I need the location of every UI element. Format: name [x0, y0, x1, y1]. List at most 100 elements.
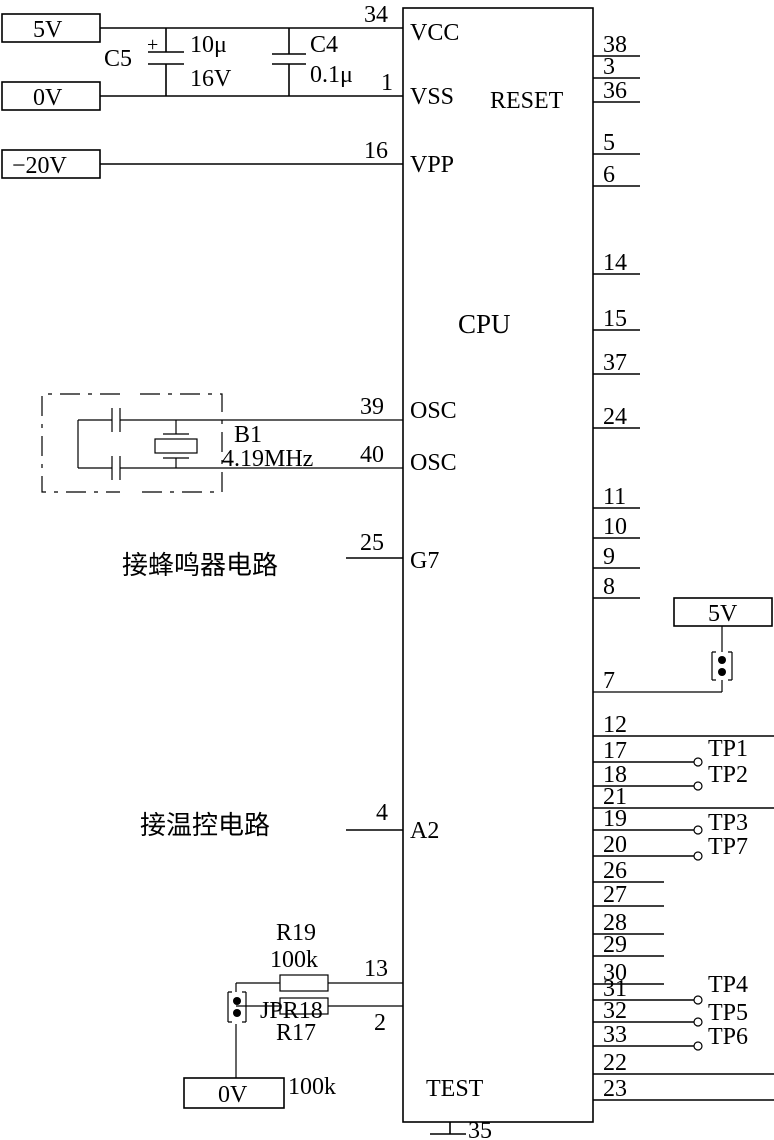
test-point-label: TP5 [708, 1000, 748, 1026]
pin-1-number: 1 [381, 70, 393, 96]
test-point-marker [693, 1017, 703, 1027]
pin-4-number: 4 [376, 800, 388, 826]
test-point-marker [693, 851, 703, 861]
c5-value: 10μ [190, 32, 227, 58]
resistor-network-wires [235, 982, 403, 1078]
pin-17-number: 17 [603, 738, 627, 764]
ground-terminal-label: 0V [218, 1082, 248, 1108]
test-point-label: TP6 [708, 1024, 748, 1050]
pin-20-number: 20 [603, 832, 627, 858]
pin-vpp-label: VPP [410, 152, 454, 178]
pin-10-number: 10 [603, 514, 627, 540]
pin-39-number: 39 [360, 394, 384, 420]
capacitor-c4 [272, 28, 306, 96]
pin-osc1-label: OSC [410, 398, 457, 424]
pin-3-number: 3 [603, 54, 615, 80]
test-point-label: TP1 [708, 736, 748, 762]
r17-ref: R17 [276, 1020, 316, 1046]
pin-18-number: 18 [603, 762, 627, 788]
r17-value: 100k [288, 1074, 336, 1100]
r19-value: 100k [270, 947, 318, 973]
test-point-label: TP3 [708, 810, 748, 836]
ground-terminal [183, 1077, 285, 1109]
pin-11-number: 11 [603, 484, 626, 510]
temp-annotation: 接温控电路 [140, 811, 270, 841]
pin-5-number: 5 [603, 130, 615, 156]
pin7-jumper [593, 626, 733, 693]
pin-8-number: 8 [603, 574, 615, 600]
pin-osc2-label: OSC [410, 450, 457, 476]
pin-34-number: 34 [364, 2, 388, 28]
test-point-label: TP2 [708, 762, 748, 788]
vss-terminal [1, 81, 101, 111]
pin-6-number: 6 [603, 162, 615, 188]
crystal-b1 [154, 420, 198, 468]
pin-26-number: 26 [603, 858, 627, 884]
test-pin-number: 35 [468, 1118, 492, 1140]
vss-terminal-label: 0V [33, 85, 63, 111]
pin-21-number: 21 [603, 784, 627, 810]
pin-vss-label: VSS [410, 84, 454, 110]
pin-vcc-label: VCC [410, 20, 459, 46]
buzzer-annotation: 接蜂鸣器电路 [122, 551, 278, 581]
pin-27-number: 27 [603, 882, 627, 908]
pin-19-number: 19 [603, 806, 627, 832]
b1-ref: B1 [234, 422, 262, 448]
pin-7-number: 7 [603, 668, 615, 694]
oscillator-box [41, 393, 403, 493]
pin-32-number: 32 [603, 998, 627, 1024]
b1-frequency: 4.19MHz [222, 446, 313, 472]
vcc-terminal [1, 13, 101, 43]
pin-16-number: 16 [364, 138, 388, 164]
pin-40-number: 40 [360, 442, 384, 468]
cpu-label: CPU [458, 309, 511, 339]
resistor-r19 [279, 974, 329, 992]
test-point-marker [693, 825, 703, 835]
c4-ref: C4 [310, 32, 338, 58]
test-point-marker [693, 1041, 703, 1051]
jumper-supply-terminal [673, 597, 773, 627]
capacitor-c5: + [147, 28, 184, 96]
pin-25-number: 25 [360, 530, 384, 556]
c4-value: 0.1μ [310, 62, 353, 88]
pin-38-number: 38 [603, 32, 627, 58]
test-point-marker [693, 757, 703, 767]
resistor-r17 [279, 997, 329, 1015]
r19-ref: R19 [276, 920, 316, 946]
jpr18-ref: JPR18 [260, 998, 323, 1024]
pin-14-number: 14 [603, 250, 627, 276]
pin-36-number: 36 [603, 78, 627, 104]
svg-text:+: + [147, 34, 158, 56]
test-label: TEST [426, 1076, 484, 1102]
pin-28-number: 28 [603, 910, 627, 936]
test-point-marker [693, 781, 703, 791]
pin-30-number: 30 [603, 960, 627, 986]
c5-ref: C5 [104, 46, 132, 72]
jumper-supply-label: 5V [708, 601, 738, 627]
vpp-terminal-label: −20V [12, 153, 68, 179]
pin-24-number: 24 [603, 404, 627, 430]
pin-22-number: 22 [603, 1050, 627, 1076]
test-point-marker [693, 995, 703, 1005]
pin-37-number: 37 [603, 350, 627, 376]
test-point-label: TP7 [708, 834, 748, 860]
cpu-chip-body [402, 7, 594, 1123]
pin-a2-label: A2 [410, 818, 439, 844]
pin-29-number: 29 [603, 932, 627, 958]
jumper-jpr18 [227, 991, 247, 1023]
pin-15-number: 15 [603, 306, 627, 332]
reset-label: RESET [490, 88, 564, 114]
pin-23-number: 23 [603, 1076, 627, 1102]
pin-9-number: 9 [603, 544, 615, 570]
pin-13-number: 13 [364, 956, 388, 982]
pin-33-number: 33 [603, 1022, 627, 1048]
pin-2-number: 2 [374, 1010, 386, 1036]
pin-12-number: 12 [603, 712, 627, 738]
pin-31-number: 31 [603, 976, 627, 1002]
pin-g7-label: G7 [410, 548, 439, 574]
test-point-label: TP4 [708, 972, 748, 998]
vcc-terminal-label: 5V [33, 17, 63, 43]
